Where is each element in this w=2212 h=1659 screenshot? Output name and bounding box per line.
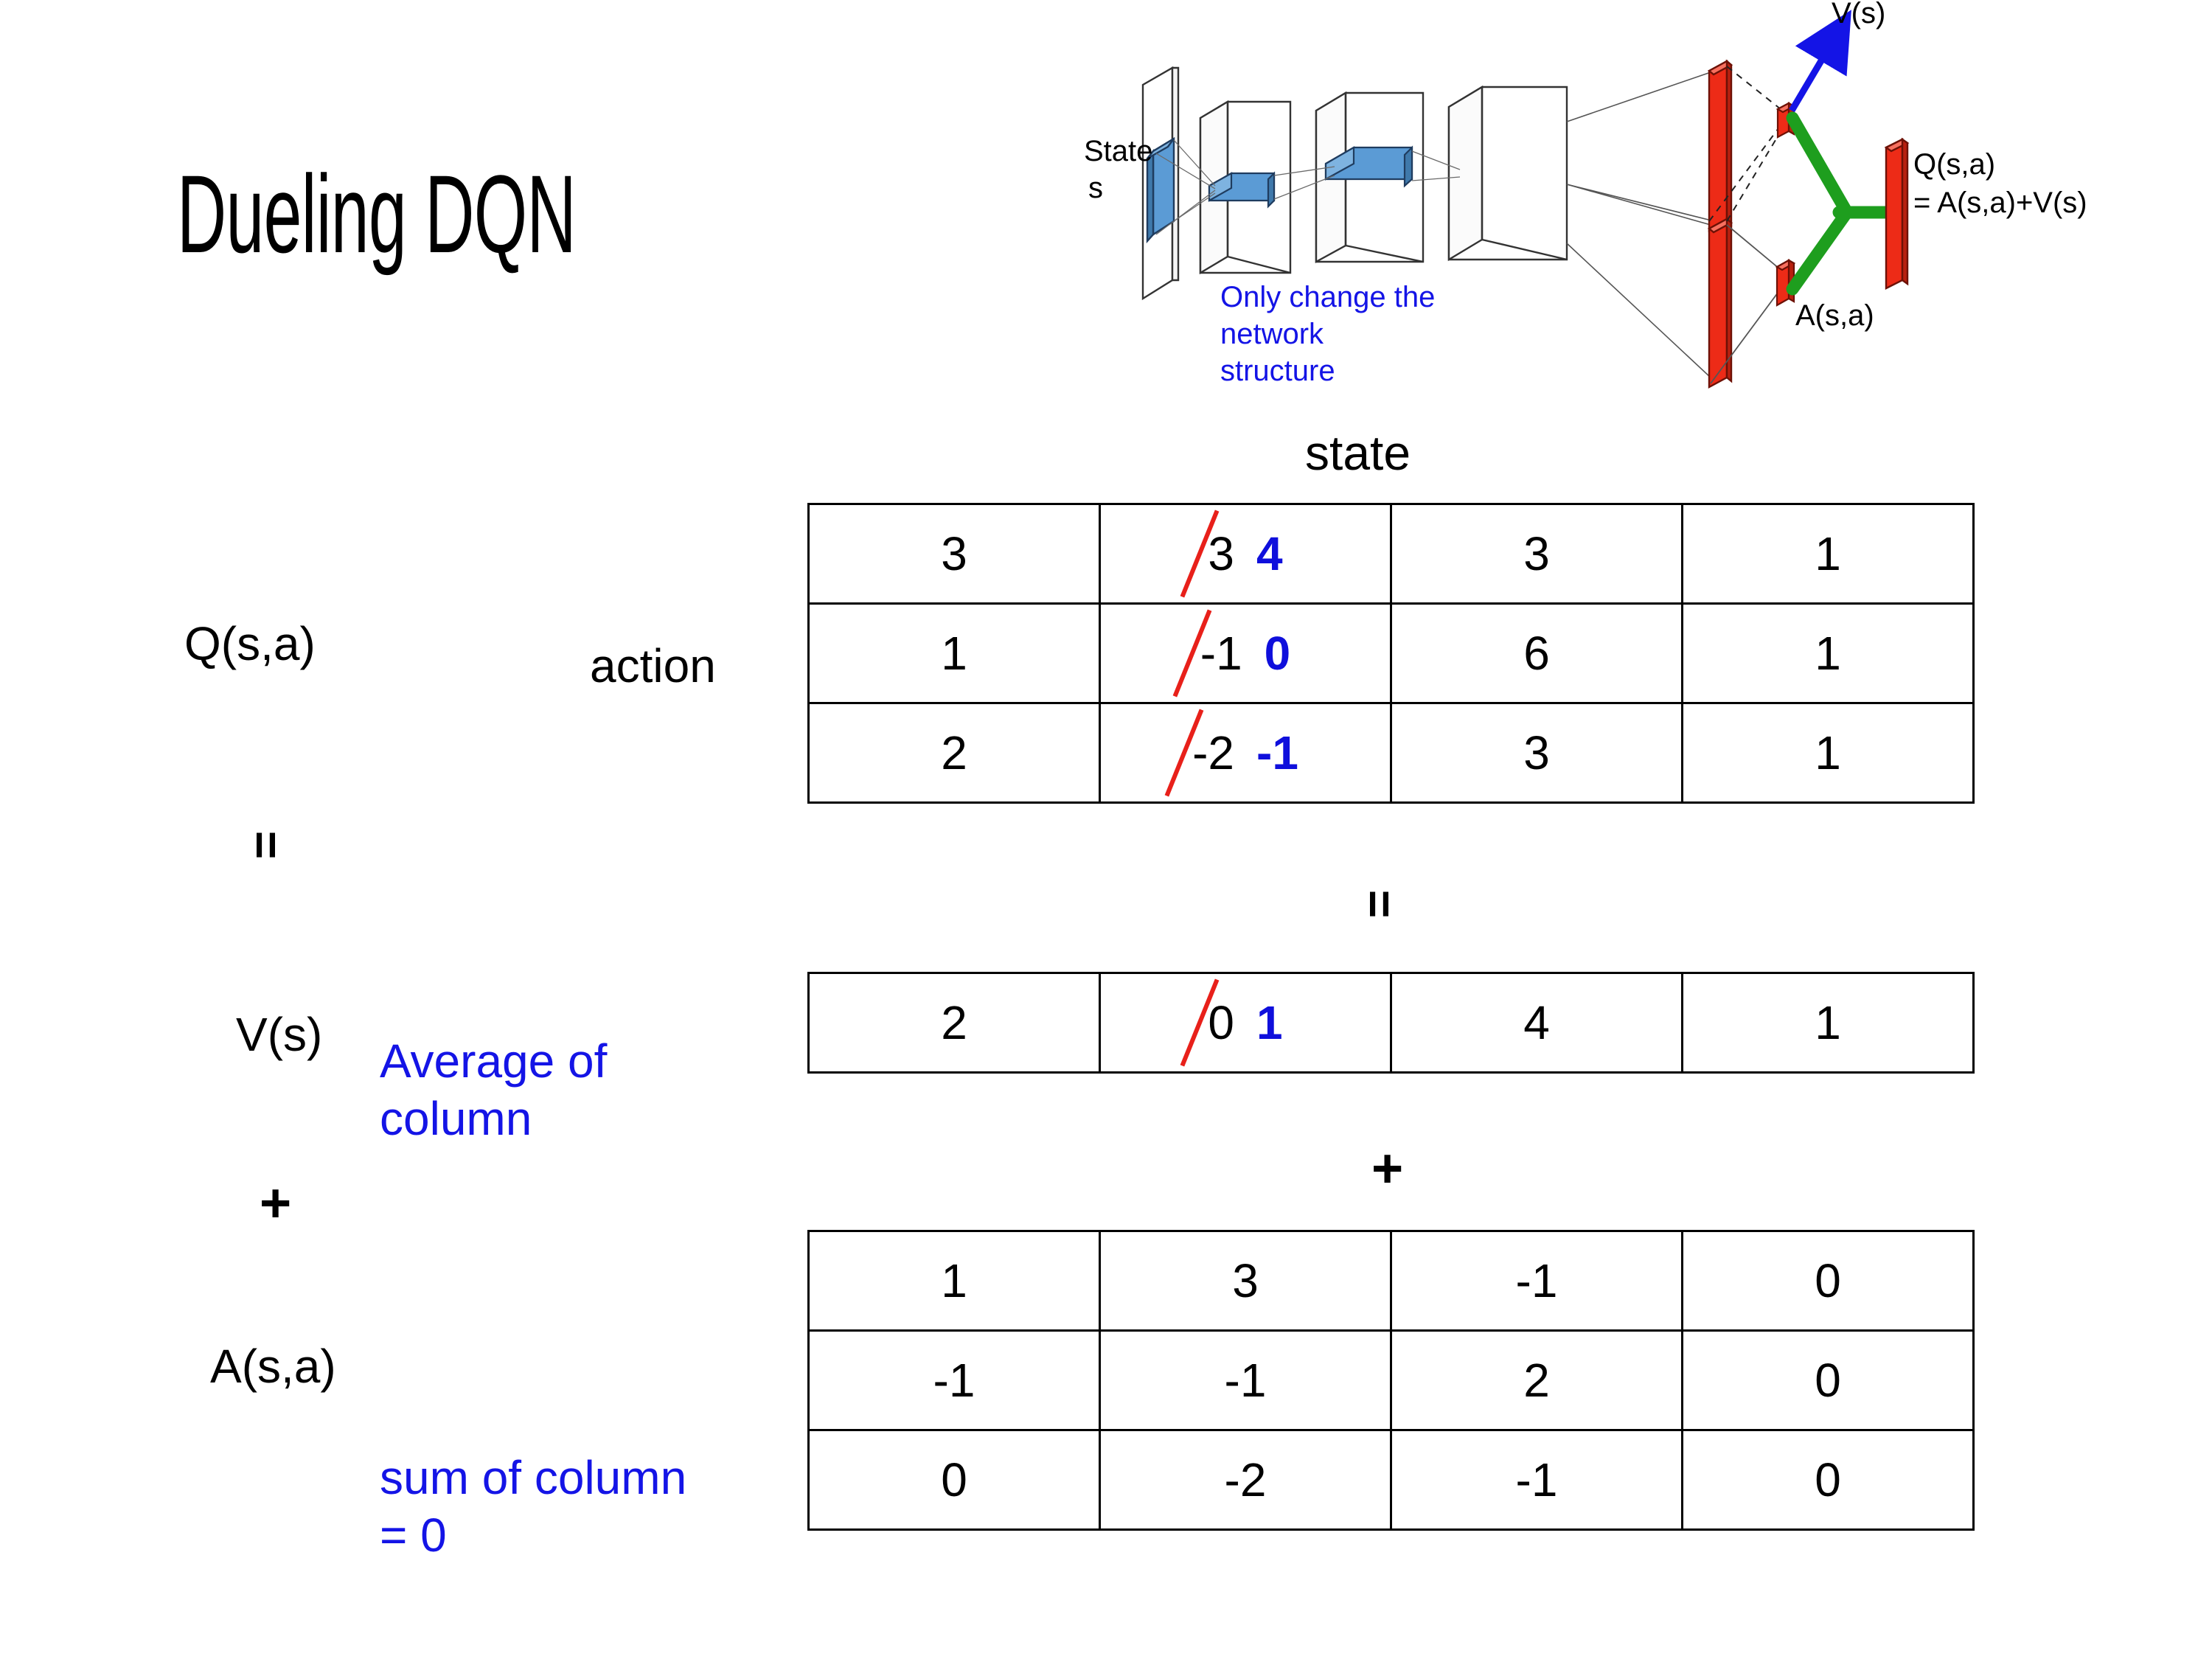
equals-symbol-left: = [239, 815, 293, 871]
cell-new-value: 0 [1264, 627, 1291, 680]
cell-value: 3 [1523, 726, 1550, 779]
q-cell-1-2[interactable]: 6 [1390, 602, 1683, 704]
a-cell-0-3[interactable]: 0 [1681, 1230, 1975, 1332]
cell-old-value: 3 [1208, 527, 1234, 580]
q-cell-0-3[interactable]: 1 [1681, 503, 1975, 605]
cell-value: 0 [1815, 1354, 1841, 1407]
table-row: 2 0 1 4 1 [807, 972, 1975, 1074]
cell-value: 1 [1815, 726, 1841, 779]
a-cell-2-1[interactable]: -2 [1099, 1429, 1392, 1531]
equals-symbol-mid: = [1352, 874, 1407, 930]
q-table: 3 3 4 3 1 1 -1 0 6 1 2 -2 -1 3 1 [807, 503, 1975, 804]
diagram-a-output-label: A(s,a) [1795, 299, 1874, 332]
a-cell-0-1[interactable]: 3 [1099, 1230, 1392, 1332]
diagram-v-output-label: V(s) [1832, 0, 1886, 29]
diagram-q-output-formula: = A(s,a)+V(s) [1913, 187, 2087, 219]
a-cell-1-1[interactable]: -1 [1099, 1329, 1392, 1431]
cell-value: 0 [1815, 1254, 1841, 1307]
a-cell-1-0[interactable]: -1 [807, 1329, 1101, 1431]
cell-value: 0 [941, 1453, 967, 1506]
cell-value: -2 [1224, 1453, 1267, 1506]
cell-value: 1 [941, 1254, 967, 1307]
q-cell-0-1[interactable]: 3 4 [1099, 503, 1392, 605]
cell-old-value: -2 [1192, 726, 1234, 779]
cell-value: 1 [1815, 527, 1841, 580]
a-cell-2-3[interactable]: 0 [1681, 1429, 1975, 1531]
q-cell-2-2[interactable]: 3 [1390, 702, 1683, 804]
v-cell-0-0[interactable]: 2 [807, 972, 1101, 1074]
diagram-q-output-label: Q(s,a) [1913, 148, 1996, 181]
cell-value: 2 [941, 996, 967, 1049]
plus-symbol-mid: + [1371, 1141, 1403, 1196]
table-row: 2 -2 -1 3 1 [807, 702, 1975, 804]
note-sum-of-column: sum of column = 0 [380, 1451, 687, 1562]
cell-value: 3 [1523, 527, 1550, 580]
q-cell-0-0[interactable]: 3 [807, 503, 1101, 605]
cell-new-value: -1 [1256, 726, 1298, 779]
a-cell-0-2[interactable]: -1 [1390, 1230, 1683, 1332]
cell-value: 1 [941, 627, 967, 680]
diagram-input-label-state: State [1084, 135, 1153, 167]
q-cell-2-0[interactable]: 2 [807, 702, 1101, 804]
equals-glyph: = [1352, 889, 1408, 914]
plus-symbol-left: + [260, 1176, 291, 1231]
v-cell-0-3[interactable]: 1 [1681, 972, 1975, 1074]
v-table-label: V(s) [236, 1008, 323, 1061]
dueling-network-diagram: State s Only change the network structur… [1084, 0, 2212, 413]
table-row: -1 -1 2 0 [807, 1329, 1975, 1431]
a-cell-2-2[interactable]: -1 [1390, 1429, 1683, 1531]
table-row: 0 -2 -1 0 [807, 1429, 1975, 1531]
a-cell-1-2[interactable]: 2 [1390, 1329, 1683, 1431]
cell-value: -1 [1515, 1453, 1558, 1506]
cell-value: 2 [941, 726, 967, 779]
cell-value: 1 [1815, 627, 1841, 680]
table-row: 1 3 -1 0 [807, 1230, 1975, 1332]
diagram-input-label-s: s [1088, 172, 1103, 204]
cell-value: 6 [1523, 627, 1550, 680]
note-average-of-column: Average of column [380, 1034, 608, 1146]
a-table: 1 3 -1 0 -1 -1 2 0 0 -2 -1 0 [807, 1230, 1975, 1531]
a-cell-0-0[interactable]: 1 [807, 1230, 1101, 1332]
a-cell-1-3[interactable]: 0 [1681, 1329, 1975, 1431]
cell-value: -1 [933, 1354, 975, 1407]
q-cell-2-3[interactable]: 1 [1681, 702, 1975, 804]
equals-glyph: = [239, 830, 294, 855]
cell-old-value: 0 [1208, 996, 1234, 1049]
state-axis-label: state [1305, 425, 1411, 480]
table-row: 3 3 4 3 1 [807, 503, 1975, 605]
cell-new-value: 1 [1256, 996, 1283, 1049]
q-cell-0-2[interactable]: 3 [1390, 503, 1683, 605]
cell-value: 4 [1523, 996, 1550, 1049]
v-cell-0-1[interactable]: 0 1 [1099, 972, 1392, 1074]
plus-glyph: + [260, 1172, 292, 1234]
a-table-label: A(s,a) [210, 1340, 336, 1393]
q-table-label: Q(s,a) [184, 617, 316, 670]
page-title: Dueling DQN [177, 152, 577, 276]
cell-value: 3 [1232, 1254, 1259, 1307]
cell-value: -1 [1224, 1354, 1267, 1407]
cell-value: -1 [1515, 1254, 1558, 1307]
q-cell-1-1[interactable]: -1 0 [1099, 602, 1392, 704]
cell-new-value: 4 [1256, 527, 1283, 580]
cell-old-value: -1 [1200, 627, 1242, 680]
v-cell-0-2[interactable]: 4 [1390, 972, 1683, 1074]
v-table: 2 0 1 4 1 [807, 972, 1975, 1074]
plus-glyph: + [1371, 1138, 1404, 1199]
table-row: 1 -1 0 6 1 [807, 602, 1975, 704]
q-cell-1-3[interactable]: 1 [1681, 602, 1975, 704]
q-cell-2-1[interactable]: -2 -1 [1099, 702, 1392, 804]
cell-value: 3 [941, 527, 967, 580]
a-cell-2-0[interactable]: 0 [807, 1429, 1101, 1531]
diagram-note: Only change the network structure [1220, 281, 1436, 387]
network-svg [1141, 10, 1910, 389]
q-cell-1-0[interactable]: 1 [807, 602, 1101, 704]
cell-value: 1 [1815, 996, 1841, 1049]
action-axis-label: action [590, 639, 716, 692]
cell-value: 2 [1523, 1354, 1550, 1407]
cell-value: 0 [1815, 1453, 1841, 1506]
